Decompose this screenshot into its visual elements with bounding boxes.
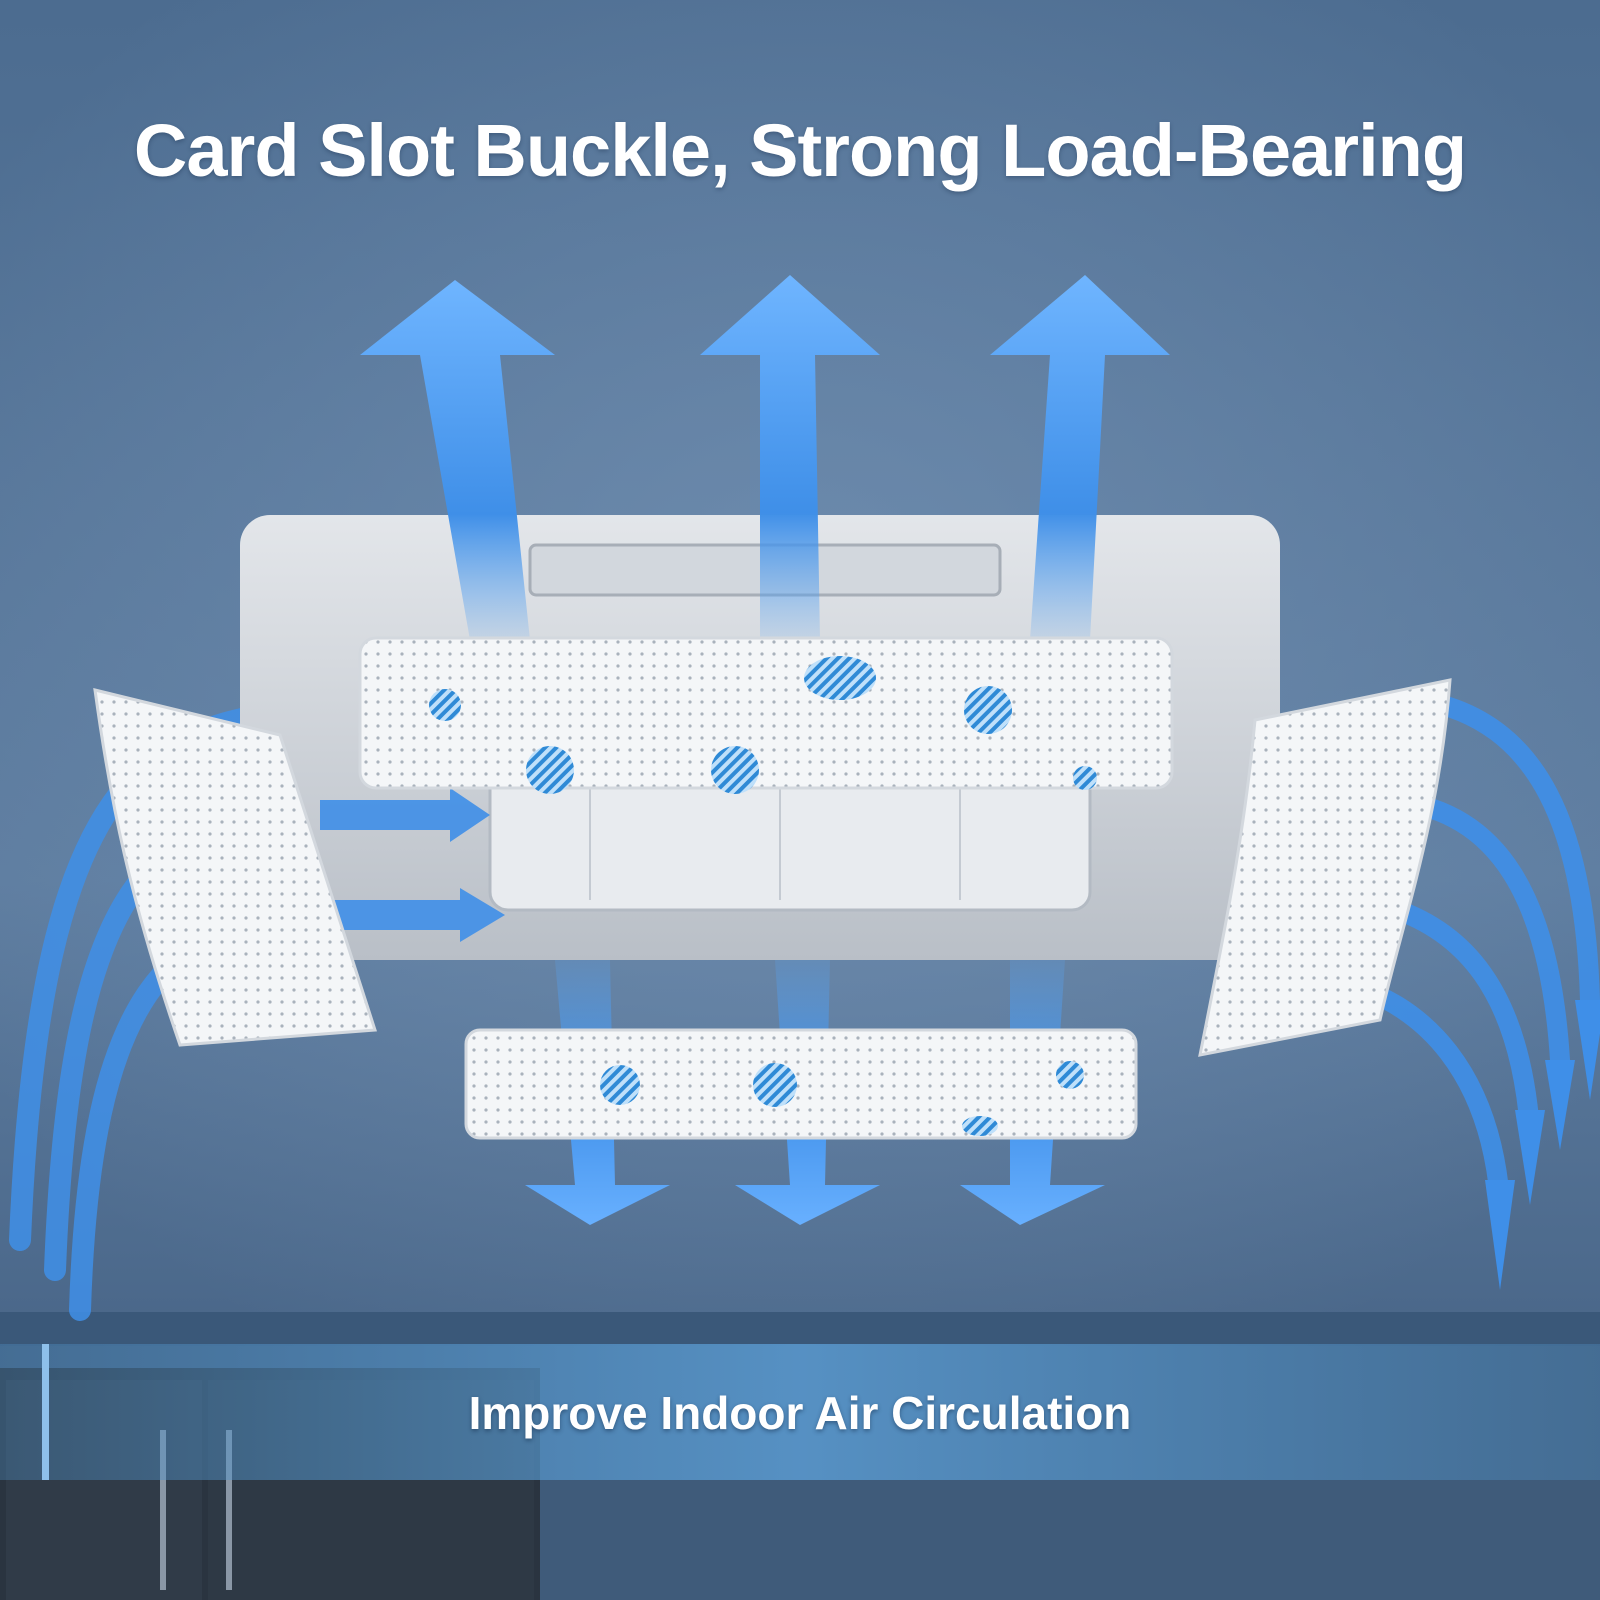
upward-airflow-arrows xyxy=(360,275,1170,640)
banner-caption: Improve Indoor Air Circulation xyxy=(468,1387,1132,1439)
grille-lines xyxy=(589,780,961,900)
inward-arrows xyxy=(320,788,505,942)
headline: Card Slot Buckle, Strong Load-Bearing xyxy=(133,109,1467,192)
ac-unit-center-grille xyxy=(488,768,1092,912)
right-side-deflector xyxy=(1198,678,1452,1057)
banner-accent-bar xyxy=(42,1344,49,1480)
bottom-deflector-panel xyxy=(464,1028,1138,1140)
right-arrowheads xyxy=(1485,1000,1600,1290)
top-deflector-panel xyxy=(358,636,1174,794)
ceiling-band xyxy=(0,1312,1600,1346)
cabinet-handle-2 xyxy=(226,1430,232,1590)
banner-band xyxy=(0,1344,1600,1480)
left-side-deflector xyxy=(93,688,378,1047)
cabinet-handle-1 xyxy=(160,1430,166,1590)
